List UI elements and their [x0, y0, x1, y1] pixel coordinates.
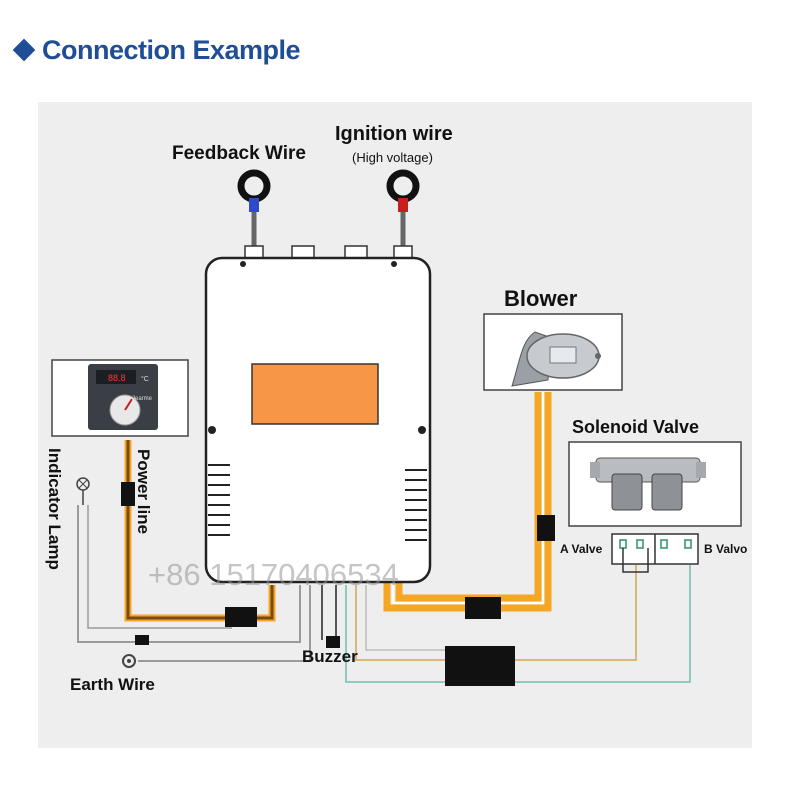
indicator-lamp-icon	[76, 477, 90, 505]
thermostat-box: 88.8 °C Jearme	[51, 359, 189, 437]
thermostat-display-value: 88.8	[108, 373, 126, 383]
indicator-lamp-label: Indicator Lamp	[45, 448, 64, 570]
valve-wire-tan-left	[355, 585, 445, 661]
high-voltage-label: (High voltage)	[352, 150, 433, 165]
lamp-return-wire	[87, 505, 232, 629]
blower-connector	[537, 515, 555, 541]
b-valve-label: B Valvo	[704, 542, 747, 556]
thermostat-unit: °C	[141, 375, 149, 383]
earth-ring-icon	[122, 654, 136, 668]
ignition-ring-terminal-icon	[386, 169, 420, 261]
earth-wire-line	[138, 585, 311, 662]
earth-wire-label: Earth Wire	[70, 675, 155, 694]
valve-wire-tan-right	[515, 565, 637, 661]
watermark-phone: +86 15170406534	[148, 557, 399, 592]
thermostat-brand: Jearme	[132, 396, 153, 402]
buzzer-label: Buzzer	[302, 647, 358, 666]
ignition-controller-module	[204, 245, 432, 584]
indicator-lamp-wire	[77, 505, 301, 643]
blower-fan-icon	[511, 331, 601, 387]
page-header: Connection Example	[12, 30, 301, 70]
valve-terminal-block	[611, 533, 699, 573]
feedback-wire-label: Feedback Wire	[172, 143, 306, 164]
valve-harness-connector	[445, 646, 515, 686]
power-line-connector	[121, 482, 135, 506]
module-display-window	[251, 363, 379, 425]
blower-box	[483, 313, 623, 391]
a-valve-label: A Valve	[560, 542, 603, 556]
blower-inline-connector	[465, 597, 501, 619]
thermostat-icon	[88, 364, 158, 430]
valve-wire-gray	[365, 585, 445, 651]
buzzer-icon	[326, 636, 340, 648]
ignition-wire-label: Ignition wire	[335, 123, 453, 145]
solenoid-valve-label: Solenoid Valve	[572, 417, 699, 437]
power-plug-connector	[225, 607, 257, 627]
valve-wire-teal-right	[515, 565, 691, 683]
valve-wire-teal-left	[345, 585, 445, 683]
lamp-connector	[135, 635, 149, 645]
blower-label: Blower	[504, 286, 578, 311]
power-line-label: Power line	[134, 449, 153, 534]
solenoid-valve-box	[568, 441, 742, 527]
page-title: Connection Example	[42, 34, 301, 65]
feedback-ring-terminal-icon	[237, 169, 271, 261]
solenoid-valve-icon	[590, 457, 706, 511]
power-line-brown	[126, 440, 274, 620]
